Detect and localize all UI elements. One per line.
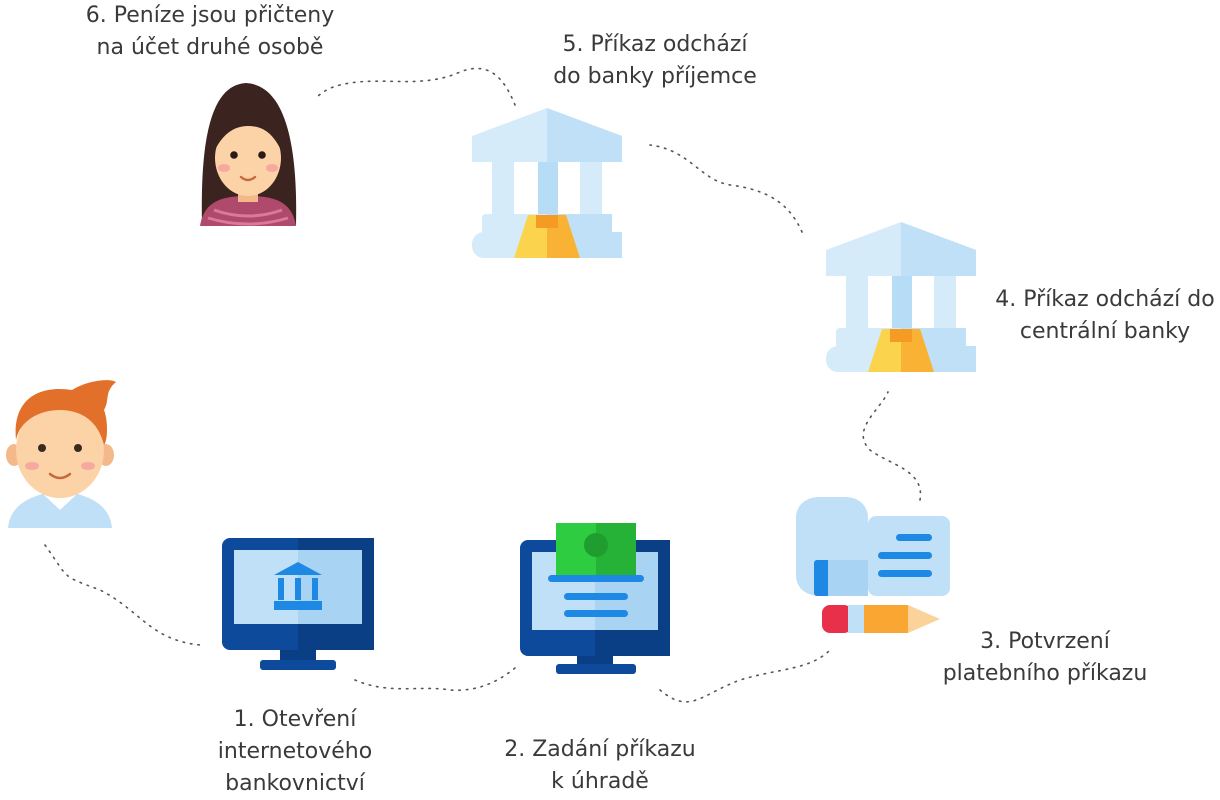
step-3-label: 3. Potvrzení platebního příkazu <box>930 626 1160 690</box>
step-3-line-2: platebního příkazu <box>942 661 1148 686</box>
path-recipient-bank-to-woman <box>314 67 516 106</box>
step-1-line-1: 1. Otevření <box>233 707 357 732</box>
step-6-line-1: 6. Peníze jsou přičteny <box>85 3 335 28</box>
recipient-bank-icon <box>472 108 622 258</box>
step-4-line-1: 4. Příkaz odchází do <box>995 287 1215 312</box>
step-5-line-1: 5. Příkaz odchází <box>562 32 748 57</box>
step-4-line-2: centrální banky <box>1019 319 1191 344</box>
step-2-line-2: k úhradě <box>551 769 649 794</box>
woman-avatar-icon <box>200 83 297 226</box>
computer-bank-icon <box>222 538 374 670</box>
step-4-label: 4. Příkaz odchází do centrální banky <box>990 284 1220 348</box>
man-avatar-icon <box>6 380 117 528</box>
path-central-bank-to-recipient-bank <box>649 144 803 233</box>
step-1-line-3: bankovnictví <box>225 771 365 796</box>
path-man-to-computer <box>44 544 201 646</box>
step-2-line-1: 2. Zadání příkazu <box>504 737 696 762</box>
step-5-line-2: do banky příjemce <box>553 64 757 89</box>
step-6-label: 6. Peníze jsou přičteny na účet druhé os… <box>60 0 360 64</box>
path-payment-to-document <box>659 649 831 703</box>
central-bank-icon <box>826 222 976 372</box>
step-2-label: 2. Zadání příkazu k úhradě <box>470 734 730 798</box>
path-document-to-central-bank <box>862 391 922 501</box>
step-3-line-1: 3. Potvrzení <box>980 629 1110 654</box>
step-6-line-2: na účet druhé osobě <box>96 35 324 60</box>
computer-payment-icon <box>520 523 670 674</box>
document-pencil-icon <box>796 497 950 633</box>
step-1-label: 1. Otevření internetového bankovnictví <box>190 704 400 800</box>
step-1-line-2: internetového <box>217 739 373 764</box>
path-computer-to-payment <box>354 667 516 691</box>
step-5-label: 5. Příkaz odchází do banky příjemce <box>505 29 805 93</box>
